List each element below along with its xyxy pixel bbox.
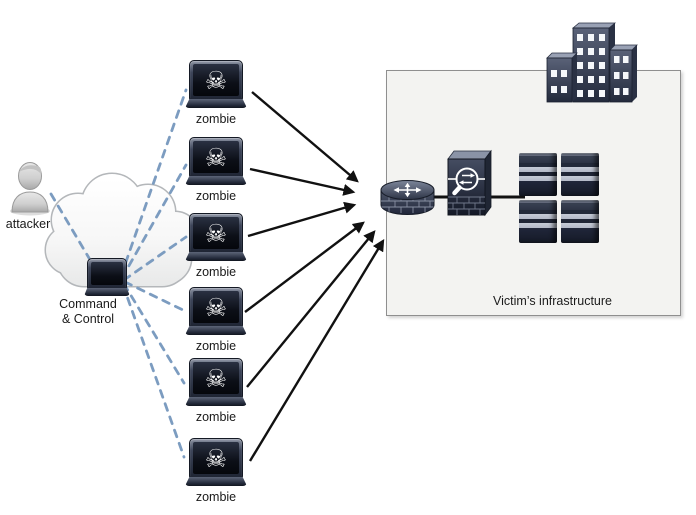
command-control-label-line2: & Control bbox=[61, 312, 115, 326]
laptop-display: ☠ bbox=[193, 64, 239, 96]
router-arrows bbox=[393, 182, 422, 198]
laptop-display: ☠ bbox=[193, 291, 239, 323]
skull-crossbones-icon: ☠ bbox=[204, 292, 228, 322]
server-rack bbox=[561, 153, 599, 196]
command-control-label: Command & Control bbox=[46, 297, 130, 327]
laptop-screen: ☠ bbox=[189, 287, 243, 327]
laptop-base bbox=[185, 176, 247, 185]
attacker-label: attacker bbox=[5, 217, 51, 231]
laptop-display: ☠ bbox=[193, 217, 239, 249]
zombie-label-5: zombie bbox=[195, 410, 237, 424]
zombie-laptop-1: ☠ bbox=[185, 60, 247, 108]
laptop-display: ☠ bbox=[193, 362, 239, 394]
server-rack bbox=[519, 153, 557, 196]
command-control-label-line1: Command bbox=[59, 297, 117, 311]
laptop-screen: ☠ bbox=[189, 358, 243, 398]
attack-arrow bbox=[246, 230, 376, 388]
laptop-display bbox=[91, 262, 123, 285]
zombie-label-2: zombie bbox=[195, 189, 237, 203]
laptop-screen: ☠ bbox=[189, 438, 243, 478]
server-rack bbox=[519, 200, 557, 243]
laptop-base bbox=[185, 477, 247, 486]
attack-arrow bbox=[251, 91, 359, 183]
skull-crossbones-icon: ☠ bbox=[204, 443, 228, 473]
laptop-screen: ☠ bbox=[189, 213, 243, 253]
zombie-label-3: zombie bbox=[195, 265, 237, 279]
attack-arrow bbox=[249, 167, 356, 196]
server-rack bbox=[561, 200, 599, 243]
skull-crossbones-icon: ☠ bbox=[204, 363, 228, 393]
cc-to-zombie-link bbox=[121, 283, 186, 459]
zombie-laptop-6: ☠ bbox=[185, 438, 247, 486]
zombie-label-1: zombie bbox=[195, 112, 237, 126]
attack-arrows bbox=[244, 91, 385, 462]
skull-crossbones-icon: ☠ bbox=[204, 65, 228, 95]
attack-arrow bbox=[248, 238, 385, 462]
attack-arrow bbox=[244, 221, 365, 313]
laptop-base bbox=[185, 252, 247, 261]
zombie-laptop-2: ☠ bbox=[185, 137, 247, 185]
laptop-base bbox=[84, 288, 130, 296]
laptop-base bbox=[185, 99, 247, 108]
inspection-lens-icon bbox=[455, 167, 479, 191]
attack-arrow bbox=[247, 201, 357, 238]
cc-to-zombie-link bbox=[122, 282, 186, 385]
laptop-screen: ☠ bbox=[189, 60, 243, 100]
laptop-screen: ☠ bbox=[189, 137, 243, 177]
zombie-laptop-5: ☠ bbox=[185, 358, 247, 406]
zombie-laptop-3: ☠ bbox=[185, 213, 247, 261]
zombie-label-6: zombie bbox=[195, 490, 237, 504]
skull-crossbones-icon: ☠ bbox=[204, 218, 228, 248]
magnifier-handle bbox=[452, 185, 462, 196]
laptop-display: ☠ bbox=[193, 442, 239, 474]
attacker-icon bbox=[10, 162, 50, 216]
zombie-laptop-4: ☠ bbox=[185, 287, 247, 335]
laptop-base bbox=[185, 397, 247, 406]
laptop-base bbox=[185, 326, 247, 335]
router-with-firewall-icon bbox=[380, 180, 435, 215]
command-control-laptop bbox=[84, 258, 130, 296]
laptop-display: ☠ bbox=[193, 141, 239, 173]
firewall-inspection-icon bbox=[447, 149, 492, 217]
laptop-screen bbox=[87, 258, 127, 289]
victim-infrastructure-label: Victim’s infrastructure bbox=[492, 294, 613, 308]
office-building-icon bbox=[546, 22, 638, 103]
zombie-label-4: zombie bbox=[195, 339, 237, 353]
skull-crossbones-icon: ☠ bbox=[204, 142, 228, 172]
